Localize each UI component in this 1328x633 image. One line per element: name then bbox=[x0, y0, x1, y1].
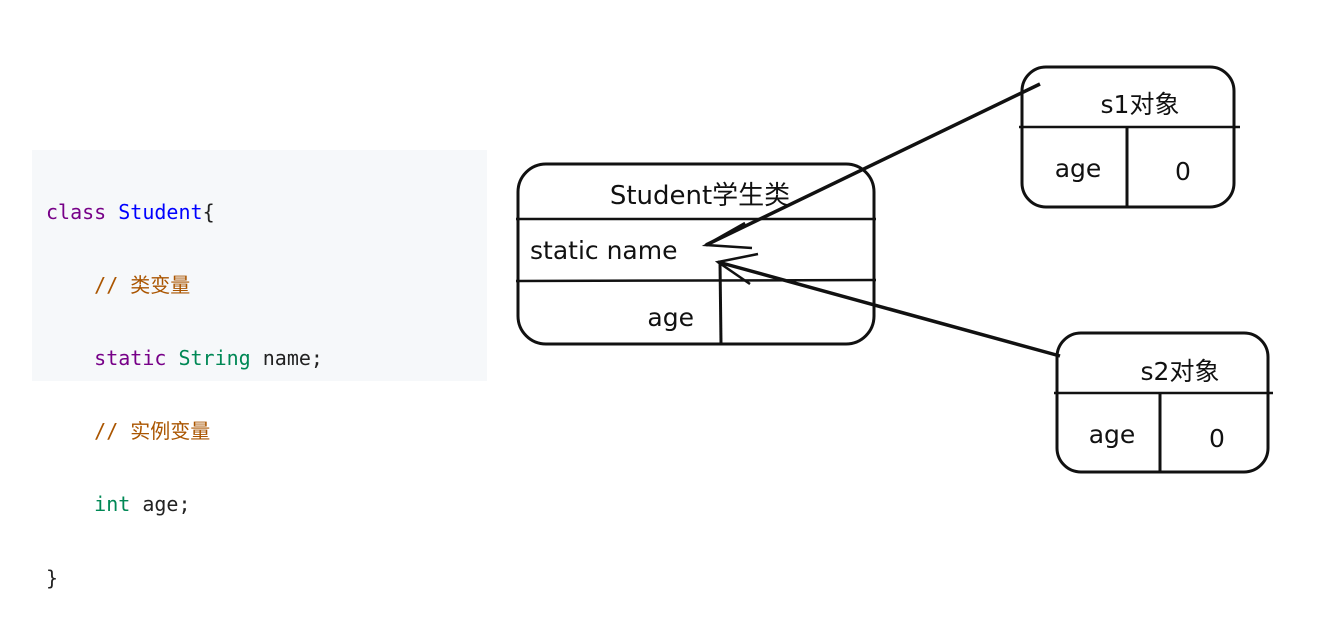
s2-border bbox=[1055, 331, 1270, 474]
code-line-6: } bbox=[46, 565, 59, 590]
static-name-field: static name bbox=[530, 236, 678, 265]
s1-arrow-line bbox=[705, 82, 1041, 247]
s1-title: s1对象 bbox=[1101, 90, 1180, 119]
student-class-age-divider bbox=[718, 261, 723, 345]
code-block: class Student{ // 类变量 static String name… bbox=[32, 150, 487, 590]
s2-to-static-arrow bbox=[714, 252, 1061, 358]
s2-age-label: age bbox=[1089, 420, 1136, 449]
s2-title: s2对象 bbox=[1141, 357, 1220, 386]
student-class-border bbox=[516, 162, 876, 346]
student-class-title: Student学生类 bbox=[610, 181, 790, 211]
s1-age-label: age bbox=[1055, 154, 1102, 183]
s1-arrowhead bbox=[701, 221, 753, 250]
code-line-2: // 类变量 bbox=[94, 272, 191, 297]
memory-diagram: Student学生类 static name age s1对象 age 0 s2… bbox=[515, 65, 1273, 474]
s2-object-box: s2对象 age 0 bbox=[1054, 331, 1273, 474]
s2-arrowhead bbox=[714, 252, 759, 286]
student-class-box: Student学生类 static name age bbox=[515, 162, 877, 346]
code-line-3: static String name; bbox=[94, 345, 323, 370]
instance-age-field: age bbox=[647, 303, 694, 332]
s1-to-static-arrow bbox=[701, 82, 1041, 250]
code-line-1: class Student{ bbox=[46, 199, 215, 224]
s1-age-value: 0 bbox=[1175, 157, 1191, 186]
s2-arrow-line bbox=[717, 260, 1061, 358]
student-class-divider-bottom bbox=[515, 278, 877, 283]
code-line-4: // 实例变量 bbox=[94, 419, 211, 444]
s2-age-value: 0 bbox=[1209, 424, 1225, 453]
s1-object-box: s1对象 age 0 bbox=[1019, 65, 1240, 209]
